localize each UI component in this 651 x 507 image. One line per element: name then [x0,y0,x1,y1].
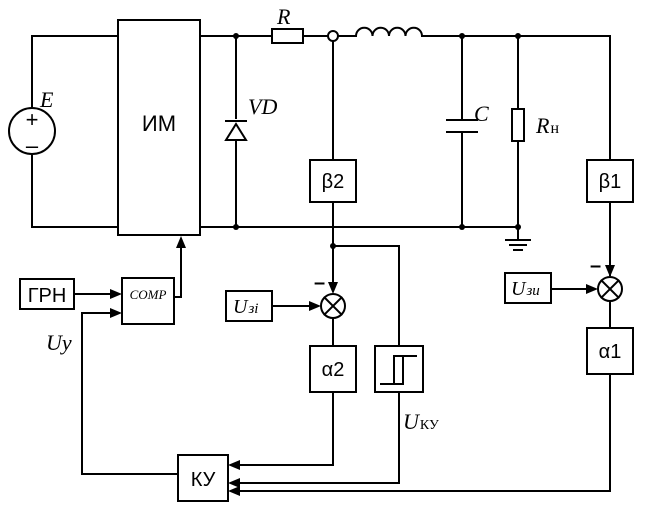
modulator-block [117,19,201,236]
generator-label: ГРН [28,285,67,307]
alpha1-label: α1 [599,341,622,363]
summer-1 [597,276,623,302]
load-label: Rн [535,113,559,138]
generator-block [19,278,75,310]
reference-u-label: Uзи [511,278,540,300]
junction-dots [233,33,521,249]
comparator-label: COMP [130,287,167,302]
beta2-block [309,159,357,203]
source-plus: + [26,107,39,132]
diode [224,120,248,141]
relay-block [374,345,424,393]
resistor-label: R [276,4,291,29]
uku-label: UКУ [403,409,439,434]
uy-label: Uy [46,330,72,355]
summer1-minus: – [590,255,601,277]
source-label: E [39,87,54,112]
load-resistor [511,108,525,142]
capacitor-label: C [474,101,489,126]
beta1-label: β1 [599,171,622,193]
ku-label: КУ [191,469,216,491]
beta2-label: β2 [322,171,345,193]
diode-label: VD [248,94,277,119]
alpha2-label: α2 [322,359,345,381]
beta1-block [586,159,634,203]
alpha2-block [309,345,357,393]
measure-node [327,30,339,42]
hysteresis-icon [380,355,417,385]
reference-i-label: Uзі [233,296,258,318]
voltage-source: + – [8,107,56,158]
inductor [354,26,424,38]
alpha1-block [586,327,634,375]
summer-2 [320,293,346,319]
power-wires [31,35,611,284]
summer2-minus: – [314,272,325,294]
capacitor [446,119,478,133]
ku-block [177,454,229,502]
reference-u-block [504,272,552,304]
comparator-block [121,277,175,325]
source-minus: – [26,133,39,158]
resistor [271,28,304,44]
modulator-label: ИМ [142,111,176,136]
reference-i-block [225,290,273,322]
